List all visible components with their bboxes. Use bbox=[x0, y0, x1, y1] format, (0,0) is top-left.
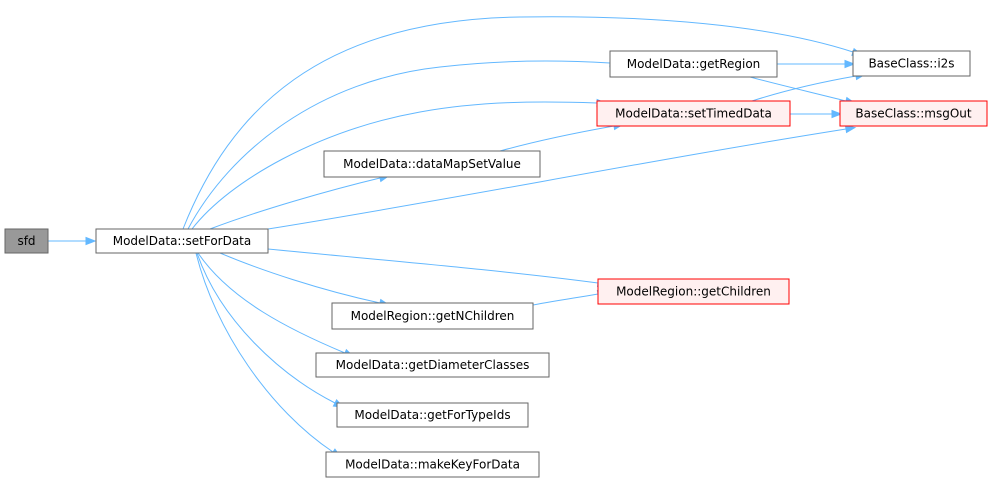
edge-line bbox=[267, 128, 847, 230]
node-label: ModelRegion::getChildren bbox=[616, 285, 771, 299]
edge-line bbox=[267, 248, 599, 284]
edge-setTimedData-to-msgOut bbox=[790, 109, 843, 119]
node-label: BaseClass::msgOut bbox=[855, 107, 971, 121]
edge-setForData-to-getNChildren bbox=[219, 252, 391, 308]
node-setTimedData[interactable]: ModelData::setTimedData bbox=[596, 100, 791, 127]
node-box bbox=[95, 228, 269, 254]
edge-arrowhead bbox=[831, 109, 843, 119]
node-box bbox=[839, 100, 988, 127]
edge-setForData-to-getRegion bbox=[187, 58, 621, 230]
edge-setForData-to-getChildren bbox=[267, 248, 609, 288]
nodes-layer: sfd ModelData::setForData ModelData::getRe… bbox=[4, 50, 988, 478]
node-label: sfd bbox=[17, 234, 35, 248]
edge-line bbox=[751, 75, 857, 102]
node-i2s[interactable]: BaseClass::i2s bbox=[852, 50, 971, 77]
edge-setForData-to-getDiameterClasses bbox=[197, 252, 355, 358]
node-getNChildren[interactable]: ModelRegion::getNChildren bbox=[331, 302, 534, 330]
edge-arrowhead bbox=[844, 59, 856, 69]
node-box bbox=[336, 402, 529, 428]
node-msgOut[interactable]: BaseClass::msgOut bbox=[839, 100, 988, 127]
node-label: ModelData::dataMapSetValue bbox=[343, 157, 521, 171]
node-setForData[interactable]: ModelData::setForData bbox=[95, 228, 269, 254]
node-box bbox=[325, 451, 540, 478]
node-box bbox=[4, 228, 49, 254]
edge-line bbox=[197, 252, 346, 354]
node-getDiameterClasses[interactable]: ModelData::getDiameterClasses bbox=[315, 352, 550, 378]
node-makeKeyForData[interactable]: ModelData::makeKeyForData bbox=[325, 451, 540, 478]
node-getRegion[interactable]: ModelData::getRegion bbox=[609, 50, 778, 78]
node-label: BaseClass::i2s bbox=[868, 57, 954, 71]
edge-line bbox=[195, 252, 334, 453]
edge-setForData-to-msgOut bbox=[267, 124, 857, 230]
node-box bbox=[315, 352, 550, 378]
edge-line bbox=[196, 252, 336, 404]
node-label: ModelData::getDiameterClasses bbox=[336, 358, 530, 372]
edge-line bbox=[191, 101, 598, 230]
node-dataMapSetValue[interactable]: ModelData::dataMapSetValue bbox=[323, 150, 541, 178]
edge-line bbox=[532, 293, 599, 306]
node-sfd[interactable]: sfd bbox=[4, 228, 49, 254]
edge-line bbox=[219, 252, 381, 304]
node-box bbox=[596, 100, 791, 127]
edge-setForData-to-dataMapSetValue bbox=[209, 174, 391, 230]
node-label: ModelData::getForTypeIds bbox=[354, 408, 510, 422]
node-label: ModelData::setTimedData bbox=[615, 107, 772, 121]
node-box bbox=[597, 278, 790, 305]
node-box bbox=[331, 302, 534, 330]
edge-getRegion-to-msgOut bbox=[749, 76, 857, 105]
node-label: ModelRegion::getNChildren bbox=[351, 309, 515, 323]
node-getForTypeIds[interactable]: ModelData::getForTypeIds bbox=[336, 402, 529, 428]
edge-sfd-to-setForData bbox=[48, 236, 97, 246]
edge-arrowhead bbox=[844, 124, 857, 134]
edge-arrowhead bbox=[85, 236, 97, 246]
node-box bbox=[852, 50, 971, 77]
node-box bbox=[609, 50, 778, 78]
edge-setForData-to-getForTypeIds bbox=[196, 252, 345, 408]
edge-line bbox=[499, 125, 615, 152]
edge-getRegion-to-i2s bbox=[777, 59, 856, 69]
edge-line bbox=[187, 60, 611, 230]
edge-line bbox=[209, 177, 381, 230]
node-getChildren[interactable]: ModelRegion::getChildren bbox=[597, 278, 790, 305]
edge-line bbox=[182, 16, 854, 230]
edge-dataMapSetValue-to-setTimedData bbox=[499, 121, 625, 152]
node-label: ModelData::setForData bbox=[113, 234, 252, 248]
node-box bbox=[323, 150, 541, 178]
node-label: ModelData::getRegion bbox=[627, 57, 761, 71]
edge-getNChildren-to-getChildren bbox=[532, 289, 609, 306]
node-label: ModelData::makeKeyForData bbox=[345, 458, 520, 472]
